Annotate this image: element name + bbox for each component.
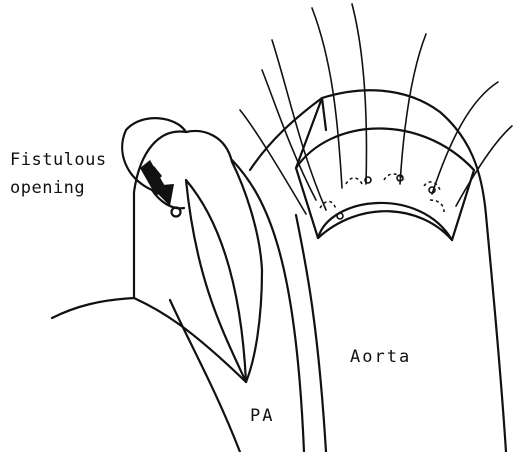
patch-inner <box>318 203 452 240</box>
patch-outer <box>296 128 474 240</box>
arrow-icon <box>140 160 174 206</box>
suture-line <box>400 34 426 184</box>
patch-suture-row <box>424 182 440 190</box>
suture-line <box>352 4 366 184</box>
pulmonary-artery <box>52 131 304 452</box>
aorta-wall <box>250 90 506 452</box>
patch-suture-row <box>346 178 362 184</box>
suture-line <box>432 82 498 194</box>
aorta-outer-left <box>296 215 326 452</box>
fistula-label-line2: opening <box>10 180 85 197</box>
patch-flap <box>296 98 326 168</box>
arrow-body <box>140 160 166 196</box>
pa-stem <box>170 300 240 452</box>
suture-line <box>312 8 342 188</box>
fistula-label-line1: Fistulous <box>10 152 107 169</box>
suture-line <box>272 40 326 210</box>
aorta-label: Aorta <box>350 349 411 366</box>
aorta-left-wall <box>250 90 506 452</box>
patch-suture-row <box>430 200 444 212</box>
pa-label: PA <box>250 408 274 425</box>
pa-left-limb <box>52 298 134 318</box>
